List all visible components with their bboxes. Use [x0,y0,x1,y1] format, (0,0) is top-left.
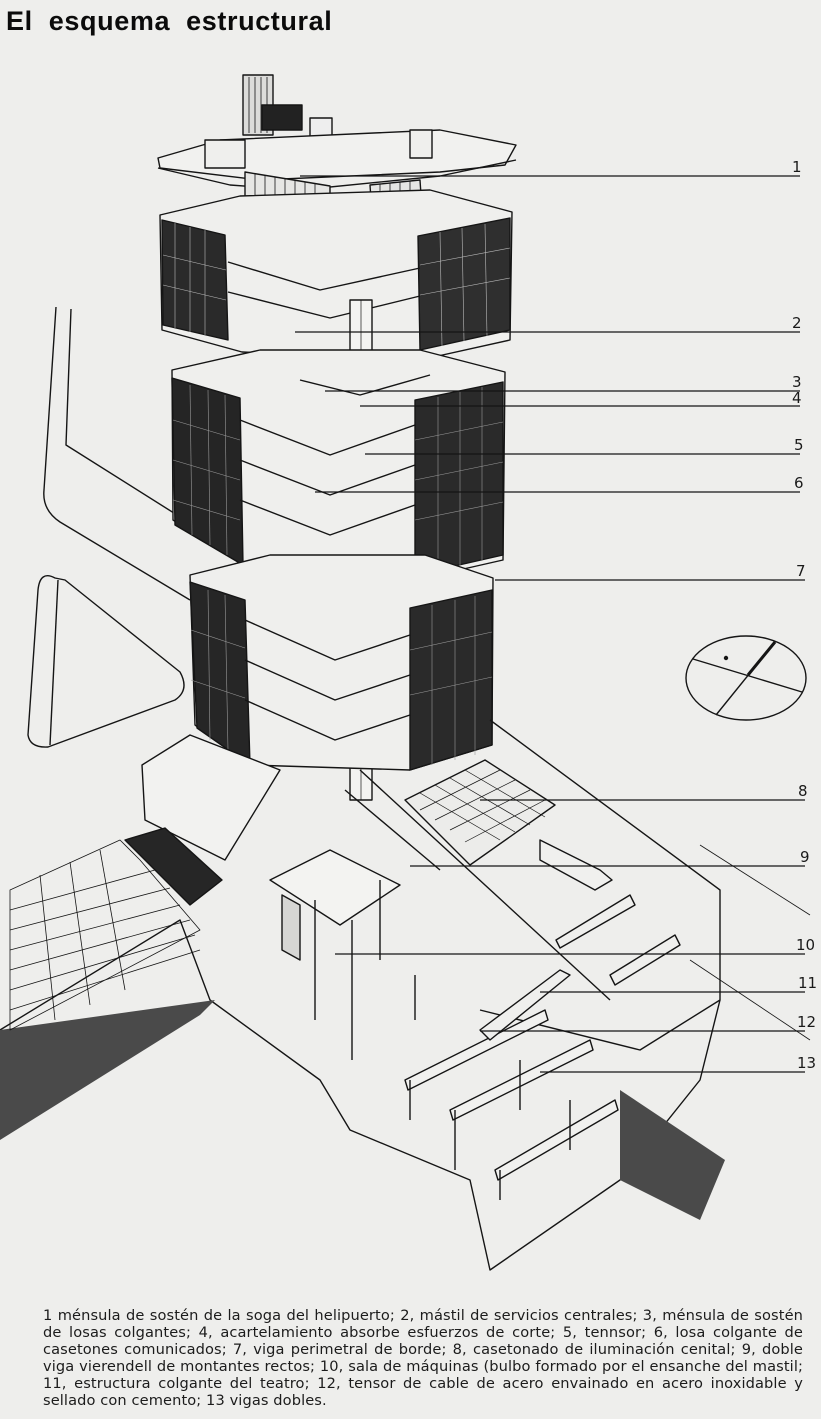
callout-8: 8 [798,782,808,800]
plaza-steps [9,839,201,1031]
tower-module-1 [159,189,513,361]
podium-base [0,719,725,1271]
callout-1: 1 [792,158,802,176]
callout-5: 5 [794,436,804,454]
tower-module-2 [171,349,506,581]
callout-3: 3 [792,373,802,391]
theatre-structure [269,769,811,1200]
axonometric-tower-drawing [0,74,811,1271]
tower-module-3 [189,554,494,771]
page-title: El esquema estructural [6,6,333,36]
callout-13: 13 [797,1054,817,1072]
site-outline [27,306,191,748]
callout-7: 7 [796,562,806,580]
callout-2: 2 [792,314,802,332]
compass-icon [685,635,807,721]
callout-12: 12 [797,1013,817,1031]
callout-10: 10 [796,936,816,954]
figure-caption: 1 ménsula de sostén de la soga del helip… [43,1307,803,1409]
callout-4: 4 [792,389,802,407]
rooftop-helipad [157,74,517,191]
callout-leaders [295,175,805,1073]
callout-11: 11 [798,974,818,992]
callout-9: 9 [800,848,810,866]
callout-6: 6 [794,474,804,492]
